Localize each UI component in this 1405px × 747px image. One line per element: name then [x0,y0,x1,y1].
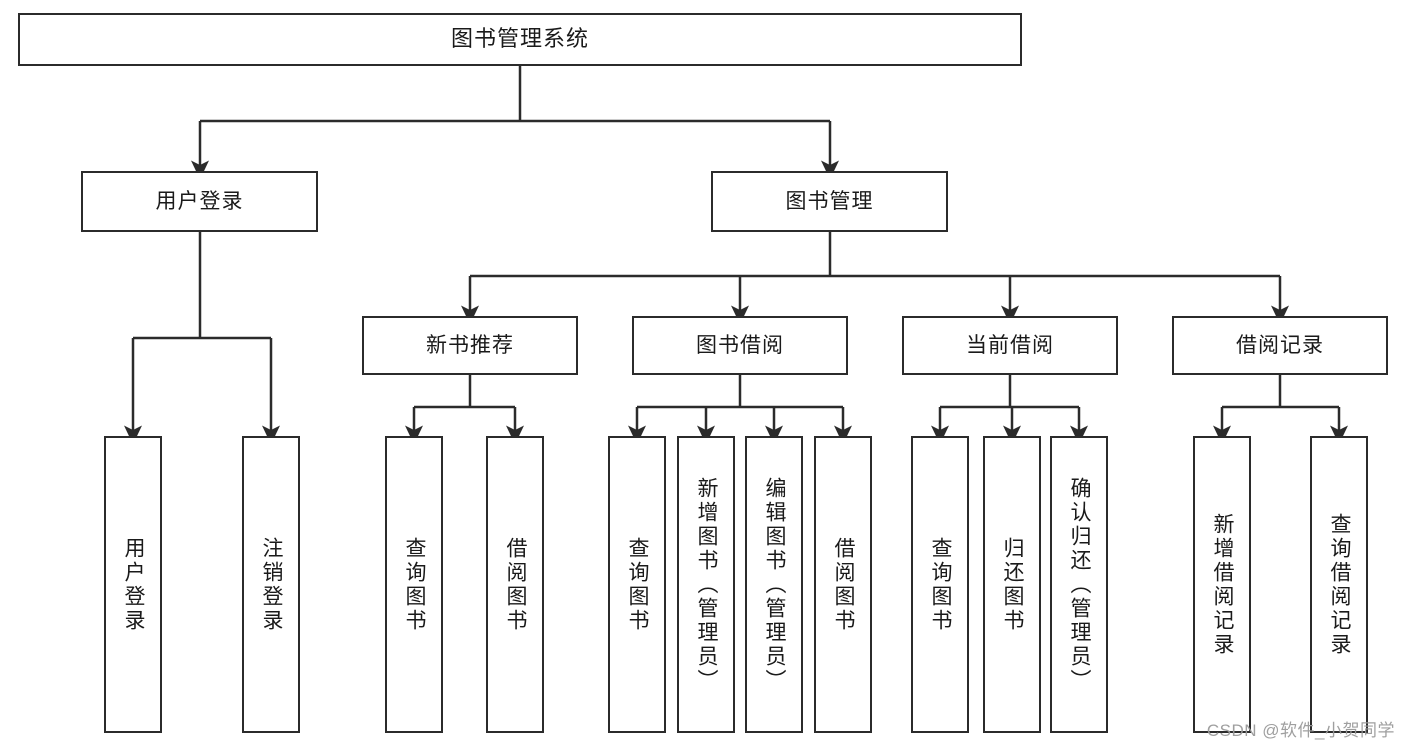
node-label: 借阅图书 [832,536,856,633]
node-leaf-bb-edit[interactable]: 编辑图书（管理员） [745,436,803,733]
node-label: 查询图书 [403,536,427,633]
node-label: 借阅图书 [504,536,528,633]
node-label: 新书推荐 [426,333,514,357]
node-leaf-cb-return[interactable]: 归还图书 [983,436,1041,733]
node-leaf-bb-borrow[interactable]: 借阅图书 [814,436,872,733]
node-leaf-user-login[interactable]: 用户登录 [104,436,162,733]
node-current-borrow[interactable]: 当前借阅 [902,316,1118,375]
node-label: 注销登录 [260,536,284,633]
node-leaf-rec-borrow[interactable]: 借阅图书 [486,436,544,733]
node-new-book-rec[interactable]: 新书推荐 [362,316,578,375]
node-label: 图书管理 [785,189,874,213]
node-label: 当前借阅 [966,333,1054,357]
node-leaf-br-add[interactable]: 新增借阅记录 [1193,436,1251,733]
node-leaf-bb-add[interactable]: 新增图书（管理员） [677,436,735,733]
node-leaf-cb-confirm[interactable]: 确认归还（管理员） [1050,436,1108,733]
node-label: 用户登录 [155,189,244,213]
node-leaf-bb-query[interactable]: 查询图书 [608,436,666,733]
node-leaf-user-logout[interactable]: 注销登录 [242,436,300,733]
node-root[interactable]: 图书管理系统 [18,13,1022,66]
node-borrow-record[interactable]: 借阅记录 [1172,316,1388,375]
node-book-manage[interactable]: 图书管理 [711,171,948,232]
node-label: 新增借阅记录 [1211,512,1235,657]
node-label: 归还图书 [1001,536,1025,633]
node-label: 图书借阅 [696,333,784,357]
node-label: 新增图书（管理员） [695,476,719,693]
node-label: 用户登录 [122,536,146,633]
node-label: 确认归还（管理员） [1068,476,1092,693]
node-user-login[interactable]: 用户登录 [81,171,318,232]
node-label: 查询借阅记录 [1328,512,1352,657]
node-label: 查询图书 [929,536,953,633]
node-label: 编辑图书（管理员） [763,476,787,693]
node-label: 图书管理系统 [450,26,589,52]
node-label: 借阅记录 [1236,333,1324,357]
node-leaf-rec-query[interactable]: 查询图书 [385,436,443,733]
node-leaf-br-query[interactable]: 查询借阅记录 [1310,436,1368,733]
watermark-text: CSDN @软件_小贺同学 [1206,721,1395,740]
node-label: 查询图书 [626,536,650,633]
node-book-borrow[interactable]: 图书借阅 [632,316,848,375]
node-leaf-cb-query[interactable]: 查询图书 [911,436,969,733]
